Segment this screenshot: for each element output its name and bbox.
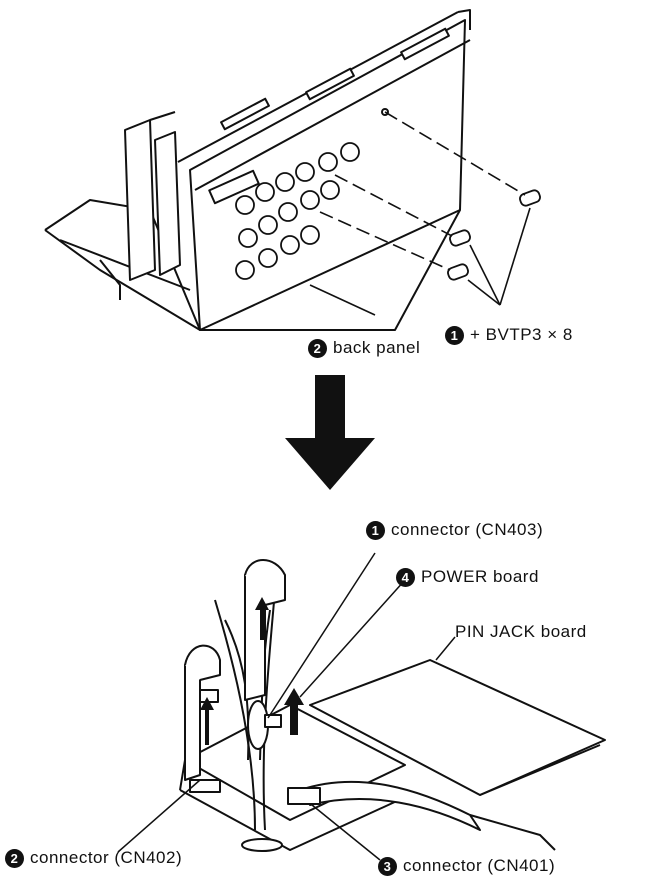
callout-text: POWER board bbox=[421, 567, 539, 586]
callout-text: connector (CN402) bbox=[30, 848, 183, 867]
callout-text: + BVTP3 × 8 bbox=[470, 325, 573, 344]
callout-number: 1 bbox=[445, 325, 464, 345]
callout-number: 1 bbox=[366, 520, 385, 540]
callout-text: connector (CN401) bbox=[403, 856, 556, 875]
screw-icon bbox=[447, 189, 541, 281]
callout-number: 2 bbox=[5, 848, 24, 868]
callout-text: back panel bbox=[333, 338, 421, 357]
cn402-callout: 2 connector (CN402) bbox=[5, 848, 182, 868]
callout-text: PIN JACK board bbox=[455, 622, 587, 641]
callout-number: 3 bbox=[378, 856, 397, 876]
down-arrow-icon bbox=[285, 375, 375, 490]
back-panel-callout: 2 back panel bbox=[308, 338, 420, 358]
chassis-drawing bbox=[44, 9, 471, 331]
cn401-callout: 3 connector (CN401) bbox=[378, 856, 555, 876]
pin-jack-board-callout: PIN JACK board bbox=[455, 622, 587, 642]
boards-drawing bbox=[179, 559, 606, 852]
callout-number: 4 bbox=[396, 567, 415, 587]
callout-text: connector (CN403) bbox=[391, 520, 544, 539]
callout-number: 2 bbox=[308, 338, 327, 358]
screw-callout: 1 + BVTP3 × 8 bbox=[445, 325, 573, 345]
power-board-callout: 4 POWER board bbox=[396, 567, 539, 587]
cn403-callout: 1 connector (CN403) bbox=[366, 520, 543, 540]
